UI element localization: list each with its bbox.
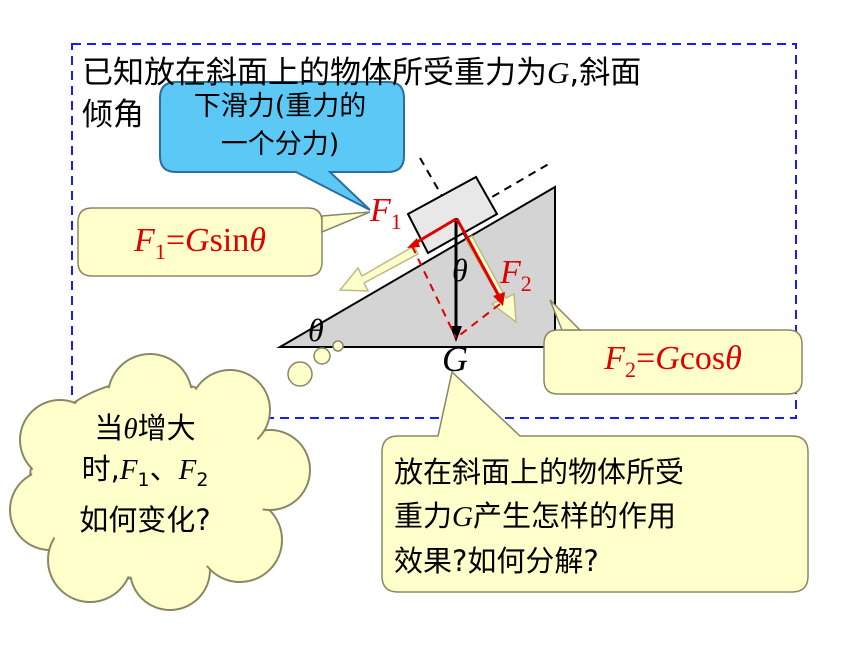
thought-f2: F [178,454,197,486]
problem-statement: 已知放在斜面上的物体所受重力为G,斜面 倾角 [82,52,802,136]
f2-formula-theta: θ [725,340,742,377]
question-line3: 效果?如何分解? [394,544,599,578]
f1-callout-pointer [321,211,371,234]
label-f1-sub: 1 [390,208,402,234]
label-f2-sub: 2 [520,270,532,296]
label-f2: F2 [500,254,532,297]
f2-formula: F2=Gcosθ [546,340,800,383]
f1-arrowhead [407,238,420,248]
thought-line3: 如何变化? [79,502,211,537]
dashed-frame [71,43,797,419]
f2-formula-f: F [604,340,625,377]
thought-f1: F [119,454,138,486]
f1-callout-bubble [77,207,323,277]
incline [276,185,556,348]
gravity-arrowhead [450,326,462,342]
thought-line2-a: 时, [81,452,120,486]
question-line2-a: 重力 [394,499,453,533]
thought-sep: 、 [149,452,179,486]
statement-line1-end: ,斜面 [569,55,642,91]
thought-f1-sub: 1 [137,468,150,491]
f1-formula-func: sin [209,222,250,259]
f2-formula-sub: 2 [625,356,636,382]
label-theta-incline: θ [308,312,324,348]
thought-line1-b: 增大 [137,411,196,445]
blue-callout-text: 下滑力(重力的 一个分力) [158,84,402,176]
statement-g-symbol: G [547,55,570,90]
down-slope-arrow [338,244,419,292]
label-f2-letter: F [500,254,521,291]
parallelogram-dash-1 [411,245,457,339]
f1-formula-theta: θ [249,222,266,259]
f1-formula: F1=Gsinθ [80,222,320,265]
f1-formula-f: F [134,222,155,259]
f2-callout-pointer [549,299,582,331]
thought-text: 当θ增大 时,F1、F2 如何变化? [40,408,250,540]
thought-line1-a: 当 [94,411,124,445]
f2-arrow [455,218,502,299]
thought-f2-sub: 2 [196,468,209,491]
question-line1: 放在斜面上的物体所受 [394,455,685,489]
f2-formula-func: cos [679,340,726,377]
f2-formula-eq: = [636,340,656,377]
label-f1: F1 [370,192,402,235]
label-f1-letter: F [370,192,391,229]
question-line2-b: 产生怎样的作用 [472,499,676,533]
parallelogram-dash-2 [455,303,501,339]
thought-theta: θ [123,413,138,445]
blue-callout-line2: 一个分力) [220,129,340,160]
question-g: G [452,501,473,533]
thought-cloud [9,340,344,611]
f2-callout-bubble [543,329,803,395]
label-theta-block: θ [452,252,468,288]
f1-formula-g: G [185,222,210,259]
blue-callout-line1: 下滑力(重力的 [193,91,367,122]
f1-formula-sub: 1 [154,238,166,264]
f1-arrow [411,217,457,247]
label-g: G [442,339,468,379]
question-callout-bubble [381,370,809,593]
statement-line1: 已知放在斜面上的物体所受重力为 [82,55,547,91]
question-text: 放在斜面上的物体所受 重力G产生怎样的作用 效果?如何分解? [394,450,794,583]
statement-line2: 倾角 [82,97,144,133]
blue-callout-bubble [159,81,405,211]
f2-arrowhead [493,292,505,306]
f2-formula-g: G [655,340,680,377]
f1-formula-eq: = [165,222,185,259]
